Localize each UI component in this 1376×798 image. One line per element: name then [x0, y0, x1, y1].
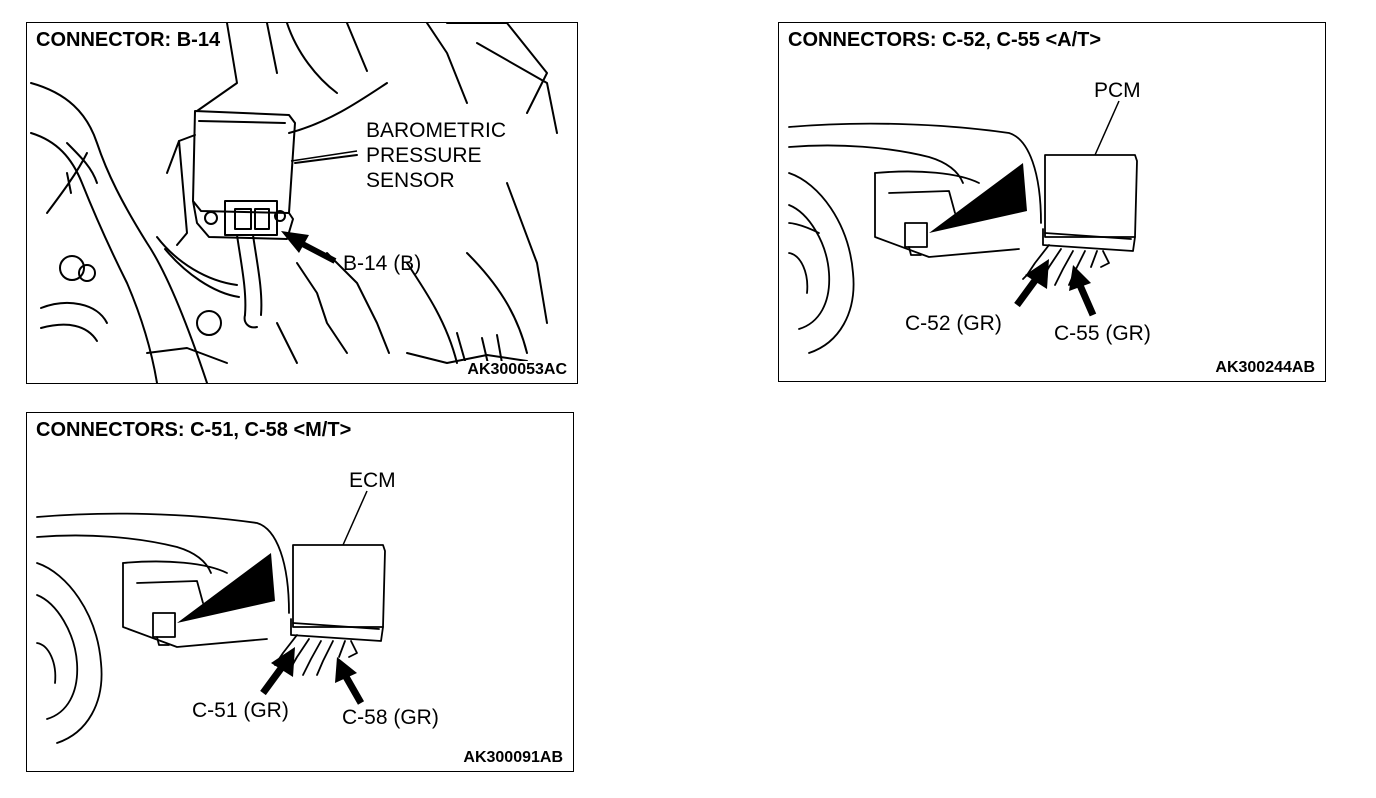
panel-connectors-c52-c55: CONNECTORS: C-52, C-55 <A/T> PCM C-52 (G…: [778, 22, 1326, 382]
c52-module-label: PCM: [1094, 79, 1141, 102]
b14-title: CONNECTOR: B-14: [36, 29, 225, 52]
panel-connectors-c51-c58: CONNECTORS: C-51, C-58 <M/T> ECM C-51 (G…: [26, 412, 574, 772]
c52-title: CONNECTORS: C-52, C-55 <A/T>: [788, 29, 1106, 52]
b14-arrow: [281, 231, 337, 264]
c52-dashboard-illustration: [788, 100, 1138, 354]
b14-sensor-label-line3: SENSOR: [366, 168, 507, 193]
c55-arrow: [1069, 265, 1097, 317]
c52-arrow: [1014, 259, 1049, 308]
c52-left-connector-label: C-52 (GR): [905, 312, 1002, 335]
panel-connector-b14: CONNECTOR: B-14 BAROMETRIC PRESSURE SENS…: [26, 22, 578, 384]
c52-pointer-wedge: [929, 163, 1027, 233]
c58-arrow: [335, 657, 365, 705]
c51-arrow: [260, 647, 295, 696]
b14-engine-illustration: [30, 23, 558, 384]
c51-module-label: ECM: [349, 469, 396, 492]
b14-sensor-label-line2: PRESSURE: [366, 143, 507, 168]
b14-code: AK300053AC: [463, 361, 567, 379]
c51-right-connector-label: C-58 (GR): [342, 706, 439, 729]
b14-sensor-label-line1: BAROMETRIC: [366, 118, 507, 143]
c51-pointer-wedge: [177, 553, 275, 623]
b14-sensor-label: BAROMETRIC PRESSURE SENSOR: [366, 118, 507, 193]
c51-dashboard-illustration: [36, 490, 386, 744]
b14-connector-label: B-14 (B): [343, 252, 422, 275]
c51-title: CONNECTORS: C-51, C-58 <M/T>: [36, 419, 356, 442]
c51-code: AK300091AB: [459, 749, 563, 767]
c51-left-connector-label: C-51 (GR): [192, 699, 289, 722]
c52-code: AK300244AB: [1211, 359, 1315, 377]
c52-right-connector-label: C-55 (GR): [1054, 322, 1151, 345]
